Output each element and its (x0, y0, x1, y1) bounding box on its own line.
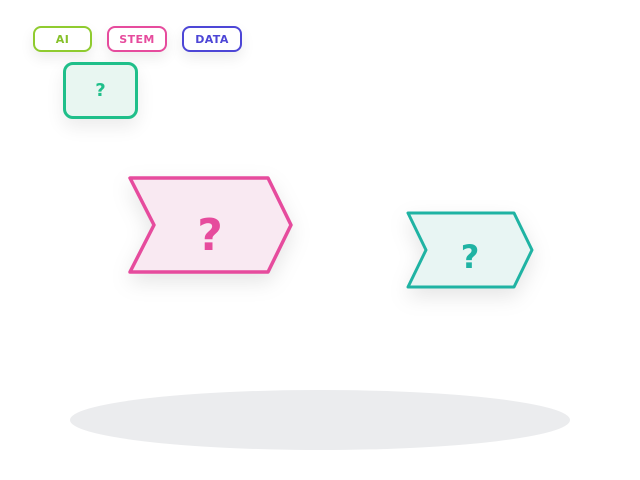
question-card[interactable]: ? (63, 62, 138, 119)
tag-ai-label: AI (55, 32, 70, 46)
chevron-teal-shape[interactable] (406, 211, 534, 289)
tag-ai[interactable]: AI (33, 26, 92, 52)
floor-shadow (70, 390, 570, 450)
tag-stem[interactable]: STEM (107, 26, 167, 52)
question-card-label: ? (95, 80, 106, 101)
chevron-pink-body (128, 176, 293, 274)
tag-data[interactable]: DATA (182, 26, 242, 52)
tag-stem-label: STEM (119, 32, 155, 46)
tag-data-label: DATA (195, 32, 229, 46)
chevron-pink-shape[interactable] (128, 176, 294, 274)
chevron-teal-body (406, 211, 534, 289)
